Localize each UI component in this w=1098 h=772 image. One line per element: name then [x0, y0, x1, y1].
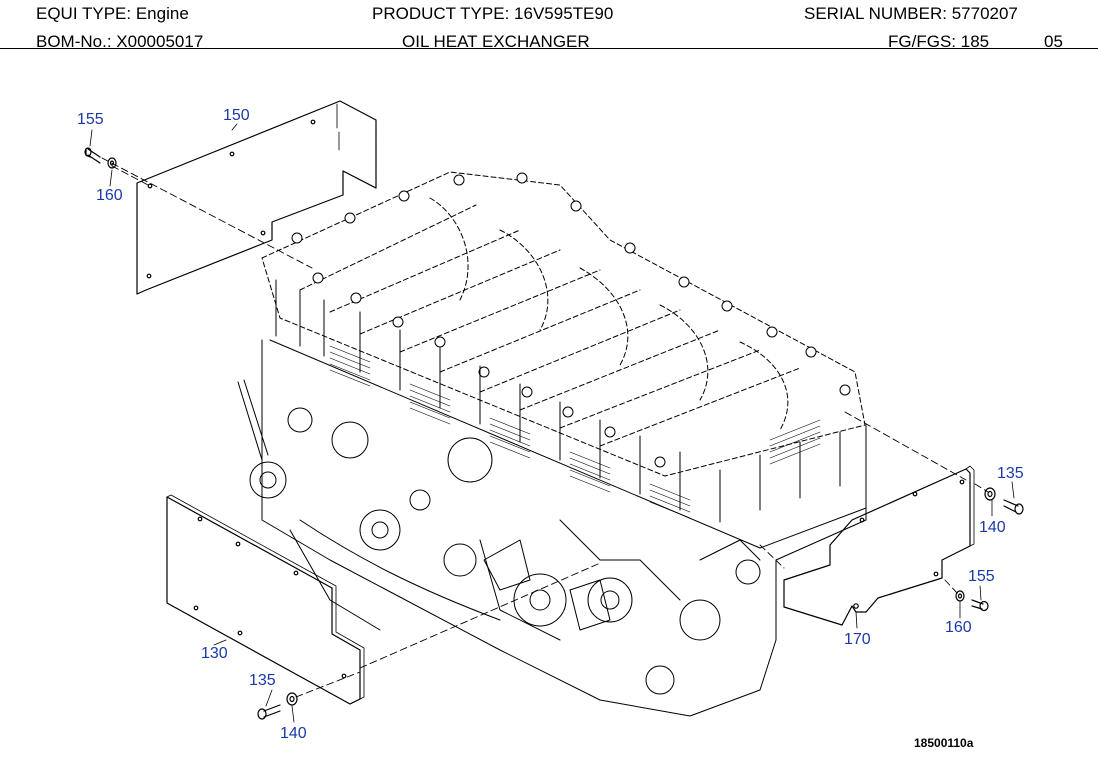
product-type-value: 16V595TE90 — [514, 4, 614, 23]
drawing-reference: 18500110a — [914, 736, 974, 750]
washer-140-right[interactable] — [984, 487, 996, 501]
cover-plate-130[interactable] — [166, 494, 365, 705]
serial-number-label: SERIAL NUMBER: — [804, 4, 947, 23]
bolt-135-right[interactable] — [1003, 499, 1024, 515]
bolt-155-top[interactable] — [84, 147, 101, 164]
callout-160-right[interactable]: 160 — [945, 619, 972, 636]
callout-160-top[interactable]: 160 — [96, 187, 123, 204]
equi-type-label: EQUI TYPE: — [36, 4, 132, 23]
cover-plate-150[interactable] — [136, 100, 377, 295]
callout-135-right[interactable]: 135 — [997, 465, 1024, 482]
callout-150[interactable]: 150 — [223, 107, 250, 124]
engine-block — [237, 171, 867, 717]
washer-160-right[interactable] — [955, 590, 965, 602]
bolt-155-right[interactable] — [971, 599, 989, 612]
bolt-135-bottom[interactable] — [257, 704, 281, 720]
cover-plate-170[interactable] — [783, 465, 975, 626]
serial-number: SERIAL NUMBER: 5770207 — [804, 4, 1018, 24]
product-type-label: PRODUCT TYPE: — [372, 4, 510, 23]
fg-fgs: FG/FGS: 185 — [888, 32, 989, 52]
washer-160-top[interactable] — [107, 157, 117, 169]
washer-140-bottom[interactable] — [286, 692, 298, 706]
equi-type-value: Engine — [135, 4, 189, 23]
callout-140-right[interactable]: 140 — [979, 519, 1006, 536]
product-type: PRODUCT TYPE: 16V595TE90 — [372, 4, 613, 24]
equi-type: EQUI TYPE: Engine — [36, 4, 189, 24]
callout-135-bottom[interactable]: 135 — [249, 672, 276, 689]
bom-number: BOM-No.: X00005017 — [36, 32, 203, 52]
callout-155-top[interactable]: 155 — [77, 111, 104, 128]
callout-170[interactable]: 170 — [844, 631, 871, 648]
callout-155-right[interactable]: 155 — [968, 568, 995, 585]
fgs-value: 05 — [1044, 32, 1063, 51]
header-rule — [0, 48, 1098, 49]
callout-130[interactable]: 130 — [201, 645, 228, 662]
bom-label: BOM-No.: — [36, 32, 112, 51]
assembly-leader-lines — [101, 157, 989, 698]
fg-value: 185 — [960, 32, 990, 51]
callout-140-bottom[interactable]: 140 — [280, 725, 307, 742]
page-title: OIL HEAT EXCHANGER — [402, 32, 590, 51]
bom-value: X00005017 — [116, 32, 204, 51]
callout-leaders — [89, 123, 1015, 723]
serial-number-value: 5770207 — [951, 4, 1018, 23]
fg-label: FG/FGS: — [888, 32, 956, 51]
